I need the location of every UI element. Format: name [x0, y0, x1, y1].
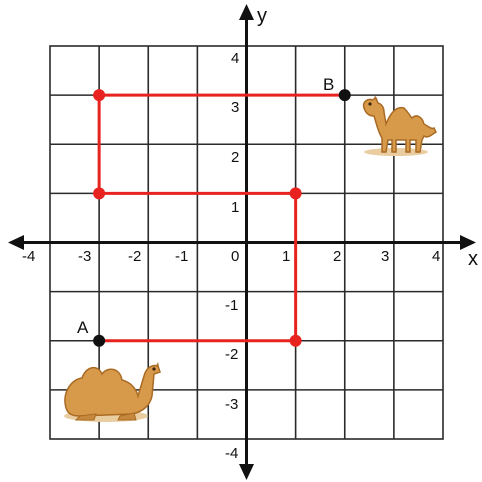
route-turn-point	[93, 187, 106, 200]
point-a-marker	[93, 334, 106, 347]
x-tick-label: -1	[175, 248, 188, 265]
y-tick-label: -1	[225, 297, 238, 314]
standing-camel-icon	[362, 95, 437, 156]
x-axis-label: x	[468, 248, 478, 270]
path-layer	[93, 89, 351, 347]
route-turn-point	[93, 89, 106, 102]
x-axis-left-arrow-icon	[8, 235, 24, 250]
y-tick-label: -3	[225, 396, 238, 413]
axes	[8, 4, 476, 480]
y-tick-label: 3	[231, 99, 239, 116]
y-tick-label: 4	[231, 50, 239, 67]
y-axis-top-arrow-icon	[239, 4, 254, 20]
y-tick-label: -4	[225, 445, 238, 462]
y-axis-bottom-arrow-icon	[239, 464, 254, 480]
resting-camel-icon	[64, 362, 161, 422]
route-turn-point	[289, 334, 302, 347]
x-tick-labels: -4 -3 -2 -1 0 1 2 3 4	[22, 248, 440, 265]
point-b-marker	[338, 89, 351, 102]
point-b-label: B	[323, 75, 334, 94]
x-tick-label: 2	[333, 248, 341, 265]
x-tick-label: -3	[78, 248, 91, 265]
x-tick-label: 4	[432, 248, 440, 265]
route-path	[97, 93, 345, 343]
x-tick-label: 3	[381, 248, 389, 265]
x-tick-label: 1	[282, 248, 290, 265]
y-axis-label: y	[257, 5, 267, 27]
x-tick-label: 0	[231, 248, 239, 265]
point-a-label: A	[77, 318, 89, 337]
x-axis-right-arrow-icon	[460, 235, 476, 250]
x-tick-label: -2	[128, 248, 141, 265]
y-tick-labels: 4 3 2 1 -1 -2 -3 -4	[225, 50, 239, 462]
y-tick-label: 2	[231, 149, 239, 166]
route-turn-point	[289, 187, 302, 200]
y-tick-label: 1	[231, 199, 239, 216]
y-tick-label: -2	[225, 346, 238, 363]
x-tick-label: -4	[22, 248, 35, 265]
